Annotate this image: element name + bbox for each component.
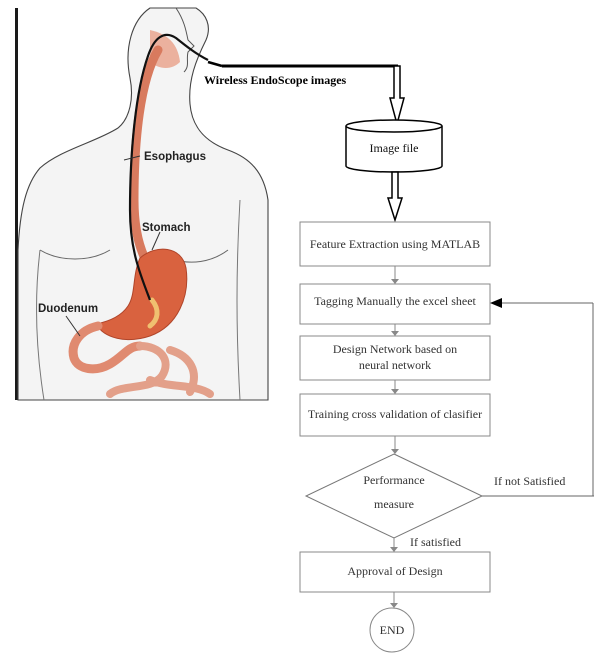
hollow-arrow-to-feature-extraction — [388, 172, 402, 220]
tagging-label: Tagging Manually the excel sheet — [314, 294, 476, 308]
training-label: Training cross validation of clasifier — [308, 407, 482, 421]
approval-label: Approval of Design — [347, 564, 442, 578]
hollow-arrow-to-image-file — [390, 66, 404, 124]
feature-extraction-label: Feature Extraction using MATLAB — [310, 237, 480, 251]
decision-label-line1: Performance — [363, 473, 424, 487]
image-file-label: Image file — [370, 141, 419, 155]
arrowhead-5 — [390, 547, 398, 552]
arrowhead-1 — [391, 279, 399, 284]
stomach-label: Stomach — [142, 222, 191, 234]
end-label: END — [380, 623, 405, 637]
performance-decision — [306, 454, 482, 538]
source-label: Wireless EndoScope images — [204, 73, 347, 87]
arrowhead-3 — [391, 389, 399, 394]
arrowhead-2 — [391, 331, 399, 336]
design-network-label-line2: neural network — [359, 358, 431, 372]
feedback-arrowhead — [490, 298, 502, 308]
esophagus-label: Esophagus — [144, 151, 206, 163]
decision-label-line2: measure — [374, 497, 414, 511]
if-not-satisfied-label: If not Satisfied — [494, 474, 565, 488]
duodenum-label: Duodenum — [38, 303, 98, 315]
if-satisfied-label: If satisfied — [410, 535, 461, 549]
design-network-label-line1: Design Network based on — [333, 342, 457, 356]
arrowhead-6 — [390, 603, 398, 608]
arrowhead-4 — [391, 449, 399, 454]
